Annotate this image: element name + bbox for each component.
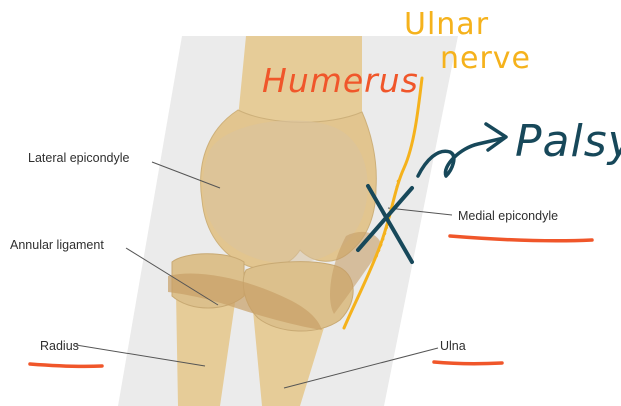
humerus-shaft bbox=[238, 36, 362, 126]
joint-capsule bbox=[202, 120, 368, 264]
label-ulna: Ulna bbox=[440, 339, 466, 353]
ulnar-nerve-line bbox=[342, 76, 424, 330]
underline-ulna bbox=[432, 360, 504, 366]
medial-ligament bbox=[330, 231, 382, 314]
underline-radius bbox=[28, 362, 104, 369]
leader-ulna bbox=[283, 347, 439, 389]
annotation-palsy: Palsy bbox=[515, 116, 621, 167]
annotation-nerve: nerve bbox=[440, 41, 532, 76]
leader-annular-ligament bbox=[125, 247, 219, 306]
leader-lateral-epicondyle bbox=[151, 161, 221, 189]
palsy-arrowhead bbox=[484, 122, 508, 152]
radius-shaft bbox=[176, 292, 236, 406]
label-radius: Radius bbox=[40, 339, 79, 353]
label-annular-ligament: Annular ligament bbox=[10, 238, 104, 252]
palsy-arrow bbox=[416, 136, 506, 178]
leader-medial-epicondyle bbox=[387, 207, 453, 216]
cross-mark bbox=[356, 184, 414, 264]
label-lateral-epicondyle: Lateral epicondyle bbox=[28, 151, 130, 165]
leader-radius bbox=[75, 344, 206, 367]
annotation-humerus: Humerus bbox=[262, 61, 419, 100]
underline-medial-epicondyle bbox=[448, 234, 594, 243]
annular-ligament-band bbox=[168, 273, 322, 330]
annotation-ulnar: Ulnar bbox=[404, 7, 490, 42]
label-medial-epicondyle: Medial epicondyle bbox=[458, 209, 559, 223]
